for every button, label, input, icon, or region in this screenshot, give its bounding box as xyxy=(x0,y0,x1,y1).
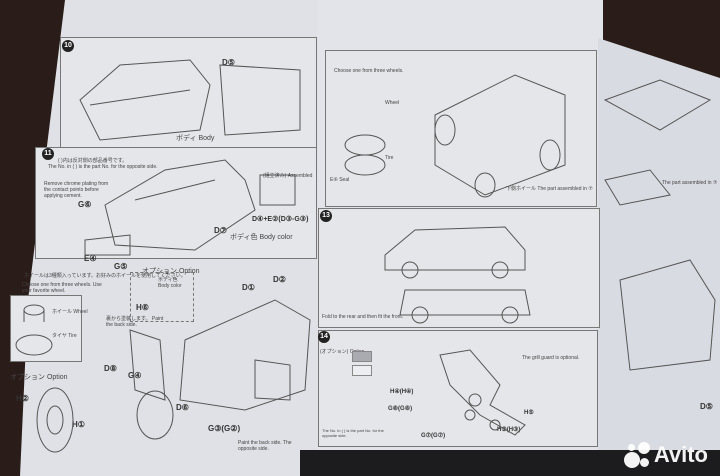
chassis-drawing xyxy=(344,74,566,198)
part-label: D④+E②(D③-G③) xyxy=(252,216,309,223)
option-wheel-drawing xyxy=(36,387,74,453)
part-label: H③(H③) xyxy=(497,427,521,433)
wheel-label: ホイール Wheel xyxy=(52,309,88,315)
step-number: 13 xyxy=(320,210,332,222)
option-body-color: ボディ色 Body color xyxy=(158,277,182,289)
part-label: H⑥ xyxy=(136,303,149,312)
wheel-box xyxy=(10,295,82,362)
paint-back-label: 裏から塗装します。 Paint the back side. xyxy=(106,316,164,328)
part-label: G⑥ xyxy=(78,200,92,209)
step-13-box xyxy=(318,208,600,328)
plastic-bag xyxy=(300,450,720,476)
car-side-drawing xyxy=(384,226,531,324)
step13-note: Fold to the rear and then fit the front. xyxy=(322,314,404,320)
color-swatch-white xyxy=(352,365,372,376)
chrome-note: Remove chrome plating from the contact p… xyxy=(44,181,109,199)
part-label: D② xyxy=(273,275,286,284)
part-label: H② xyxy=(16,394,29,403)
option-label: オプション Option xyxy=(10,374,68,381)
option-label: (オプション) Option xyxy=(320,349,365,355)
grill-guard-drawing xyxy=(439,349,526,436)
part-label: D⑤ xyxy=(700,402,713,411)
part-label: G⑦(G⑦) xyxy=(421,433,446,439)
wheel-label: Wheel xyxy=(385,100,400,106)
grill-note: The grill guard is optional. xyxy=(522,355,580,361)
wheel-note: Choose one from three wheels. xyxy=(334,68,404,74)
part-label: H⑤ xyxy=(524,410,534,416)
assembled-label: The part assembled in ⑦ xyxy=(662,180,718,186)
step14-note: The No. in ( ) is the part No. for the o… xyxy=(322,428,384,438)
step-14-box xyxy=(318,330,598,447)
part-label: G③(G②) xyxy=(208,424,241,433)
wheel-note-jp: ホイールは3種類入っています。お好みのホイールを使用してください。 xyxy=(24,273,186,279)
step-number: 11 xyxy=(42,148,54,160)
body-color-label: ボディ色 Body color xyxy=(230,234,293,241)
far-page xyxy=(598,38,720,463)
part-label: D⑥ xyxy=(176,403,189,412)
part-label: G⑧(G⑧) xyxy=(388,406,413,412)
avito-logo-icon xyxy=(623,442,650,468)
part-label: H④(H④) xyxy=(390,389,414,395)
assembled-label: (組立済み) Assembled xyxy=(263,173,313,179)
car-rear-drawing xyxy=(129,299,311,440)
body-drawing xyxy=(79,59,301,141)
seal-label: E⑥ Seal xyxy=(330,177,350,183)
step-number: 10 xyxy=(62,40,74,52)
avito-watermark: Avito xyxy=(623,442,708,468)
far-page-drawing xyxy=(603,79,716,371)
part-label: G⑤ xyxy=(114,262,128,271)
avito-text: Avito xyxy=(653,442,708,467)
car-front-drawing xyxy=(84,159,296,256)
step-number: 14 xyxy=(318,331,330,343)
note-en: The No. in ( ) is the part No. for the o… xyxy=(48,164,158,170)
body-label: ボディ Body xyxy=(176,135,215,142)
tire-label: Tire xyxy=(385,155,394,161)
wheel-icon xyxy=(15,304,53,356)
part-label: E④ xyxy=(84,254,97,263)
part-label: D⑤ xyxy=(222,58,235,67)
assembled-label: 下側ホイール The part assembled in ⑦ xyxy=(506,186,593,192)
part-label: H① xyxy=(72,420,85,429)
wheel-note-en: Choose one from three wheels. Use your f… xyxy=(22,282,102,294)
tire-label: タイヤ Tire xyxy=(52,333,77,339)
note-jp: ( )内は反対側の部品番号です。 xyxy=(58,158,128,164)
color-swatch-gray xyxy=(352,351,372,362)
part-label: D⑧ xyxy=(104,364,117,373)
part-label: D① xyxy=(242,283,255,292)
step-10-box xyxy=(60,37,317,149)
option-box xyxy=(130,272,194,322)
option-heading: オプション Option xyxy=(142,268,200,275)
step-11-box xyxy=(35,147,317,259)
part-label: D⑦ xyxy=(214,226,227,235)
opposite-note: Paint the back side. The opposite side. xyxy=(238,440,292,452)
part-label: G④ xyxy=(128,371,142,380)
